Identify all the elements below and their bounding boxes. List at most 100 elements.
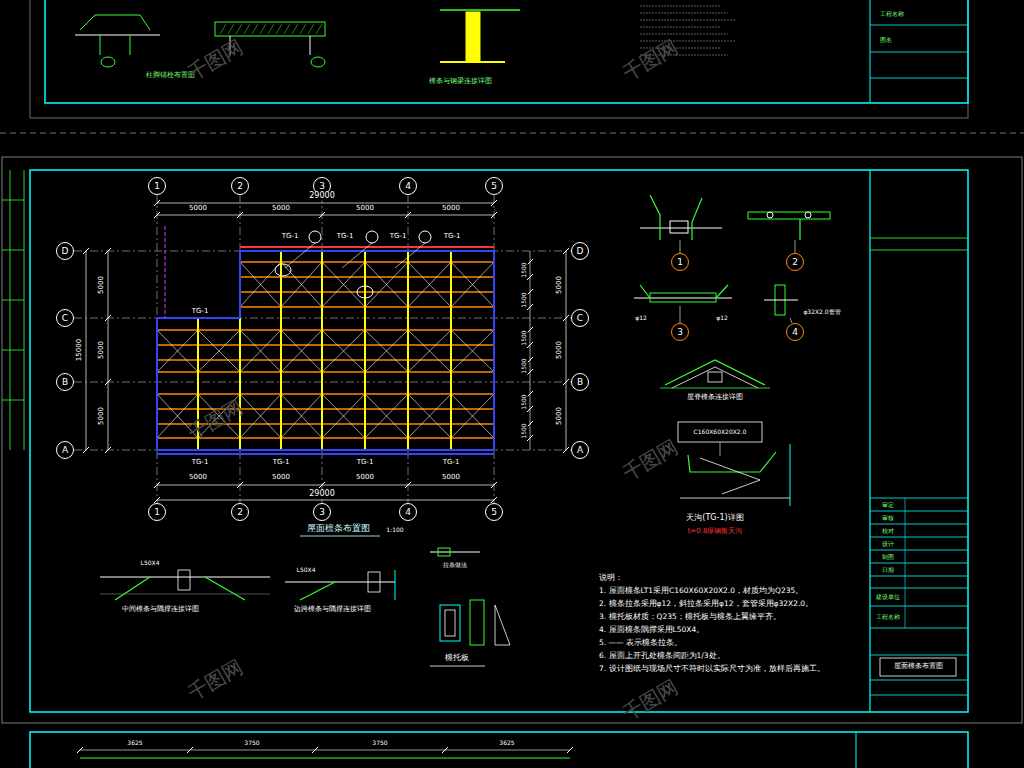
grid-line <box>494 195 495 503</box>
axis-bubble: 2 <box>231 503 249 521</box>
grid-line <box>408 195 409 503</box>
detail-3 <box>716 285 728 298</box>
member-tag: TG-1 <box>336 233 355 241</box>
dimension-tick <box>105 447 111 453</box>
rafter-line <box>156 318 158 450</box>
leader-line <box>795 240 796 253</box>
ridge-detail <box>672 367 758 388</box>
dimension-tick <box>154 212 160 218</box>
dimension-text: 1500 <box>521 329 528 346</box>
note-text-line <box>640 34 728 35</box>
roof-edge <box>157 317 240 319</box>
axis-bubble: 3 <box>313 503 331 521</box>
member-tag: TG-1 <box>272 459 291 467</box>
gutter-note-box <box>678 422 762 442</box>
dimension-tick <box>105 315 111 321</box>
sheet-separator <box>0 133 1024 134</box>
tie-rod <box>198 330 240 372</box>
title-block-text: 工程名称 <box>879 11 905 18</box>
dimension-text: 1500 <box>521 261 528 278</box>
notes-heading: 说明： <box>598 574 624 583</box>
purlin-line <box>157 393 494 394</box>
dimension-text: 5000 <box>98 275 106 295</box>
tie-rod <box>322 330 365 372</box>
margin-table <box>2 400 24 401</box>
detail-2 <box>799 219 800 240</box>
leader-line <box>720 442 721 456</box>
title-block-line <box>870 537 968 538</box>
title-block-line <box>870 606 968 607</box>
axis-bubble: 1 <box>148 503 166 521</box>
title-block-line <box>870 238 968 239</box>
detail-1 <box>670 221 688 233</box>
title-block-line <box>870 498 968 499</box>
dimension-text: 3750 <box>243 740 260 747</box>
tie-rod <box>281 394 322 438</box>
note-text: 2. 檩条拉条采用φ12，斜拉条采用φ12，套管采用φ32X2.0。 <box>598 600 814 608</box>
tie-rod <box>240 394 281 438</box>
rod-size: φ12 <box>715 315 729 322</box>
tie-rod <box>451 262 494 307</box>
detail-1 <box>692 198 702 240</box>
title-block-text: 屋面檩条布置图 <box>893 663 944 671</box>
leader-line <box>790 318 792 323</box>
title-block-text: 建设单位 <box>875 594 901 601</box>
dimension-tick <box>527 327 533 333</box>
dimension-text: 3750 <box>371 740 388 747</box>
dimension-tick <box>442 747 448 753</box>
note-text-line <box>640 20 736 21</box>
dimension-tick <box>154 200 160 206</box>
concrete-detail <box>215 22 325 36</box>
detail-3 <box>640 285 650 298</box>
brace-detail-1 <box>178 570 190 590</box>
ridge-detail <box>708 372 722 382</box>
note-text-line <box>640 6 720 7</box>
tie-rod <box>451 394 494 438</box>
title-block-line <box>870 576 968 577</box>
dimension-text: 5000 <box>98 406 106 426</box>
tie-rod <box>365 394 408 438</box>
title-block-line <box>870 550 968 551</box>
tie-rod <box>240 330 281 372</box>
tie-rod <box>365 394 408 438</box>
dimension-text: 3625 <box>126 740 143 747</box>
roof-edge <box>493 251 495 450</box>
margin-table <box>24 170 25 450</box>
bolt-symbol <box>805 212 811 218</box>
purlin-line <box>157 344 494 345</box>
dimension-text: 5000 <box>441 474 461 482</box>
dimension-tick <box>491 200 497 206</box>
axis-bubble: 5 <box>485 177 503 195</box>
detail-1 <box>640 228 722 229</box>
hatch-line <box>228 24 234 34</box>
dimension-line <box>157 215 494 216</box>
member-tag: TG-1 <box>389 233 408 241</box>
margin-table <box>2 350 24 351</box>
dimension-text: 5000 <box>556 340 564 360</box>
title-block-text: 图名 <box>879 37 893 44</box>
cleat-detail <box>445 610 455 636</box>
callout-number: 4 <box>786 323 804 341</box>
note-text: 1. 屋面檩条LT1采用C160X60X20X2.0，材质均为Q235。 <box>598 587 804 595</box>
hatch-line <box>252 24 258 34</box>
dimension-tick <box>527 369 533 375</box>
frame-border <box>30 732 968 768</box>
tie-rod <box>408 330 451 372</box>
axis-label: A <box>62 446 68 455</box>
axis-label: 5 <box>491 182 497 191</box>
grid-line <box>74 251 571 252</box>
note-text-line <box>640 41 736 42</box>
dimension-tick <box>312 747 318 753</box>
bolt-symbol <box>767 212 773 218</box>
dimension-text: 5000 <box>556 275 564 295</box>
valley-line <box>165 226 166 318</box>
detail-title: 中间檩条与隅撑连接详图 <box>121 606 200 614</box>
section-marker <box>357 286 373 298</box>
tie-rod <box>322 330 365 372</box>
dimension-tick <box>237 482 243 488</box>
note-text: 7. 设计图纸与现场尺寸不符时以实际尺寸为准，放样后再施工。 <box>598 665 826 673</box>
rafter-line <box>239 251 241 450</box>
dimension-tick <box>563 248 569 254</box>
axis-label: A <box>577 446 583 455</box>
frame-border <box>45 0 968 103</box>
